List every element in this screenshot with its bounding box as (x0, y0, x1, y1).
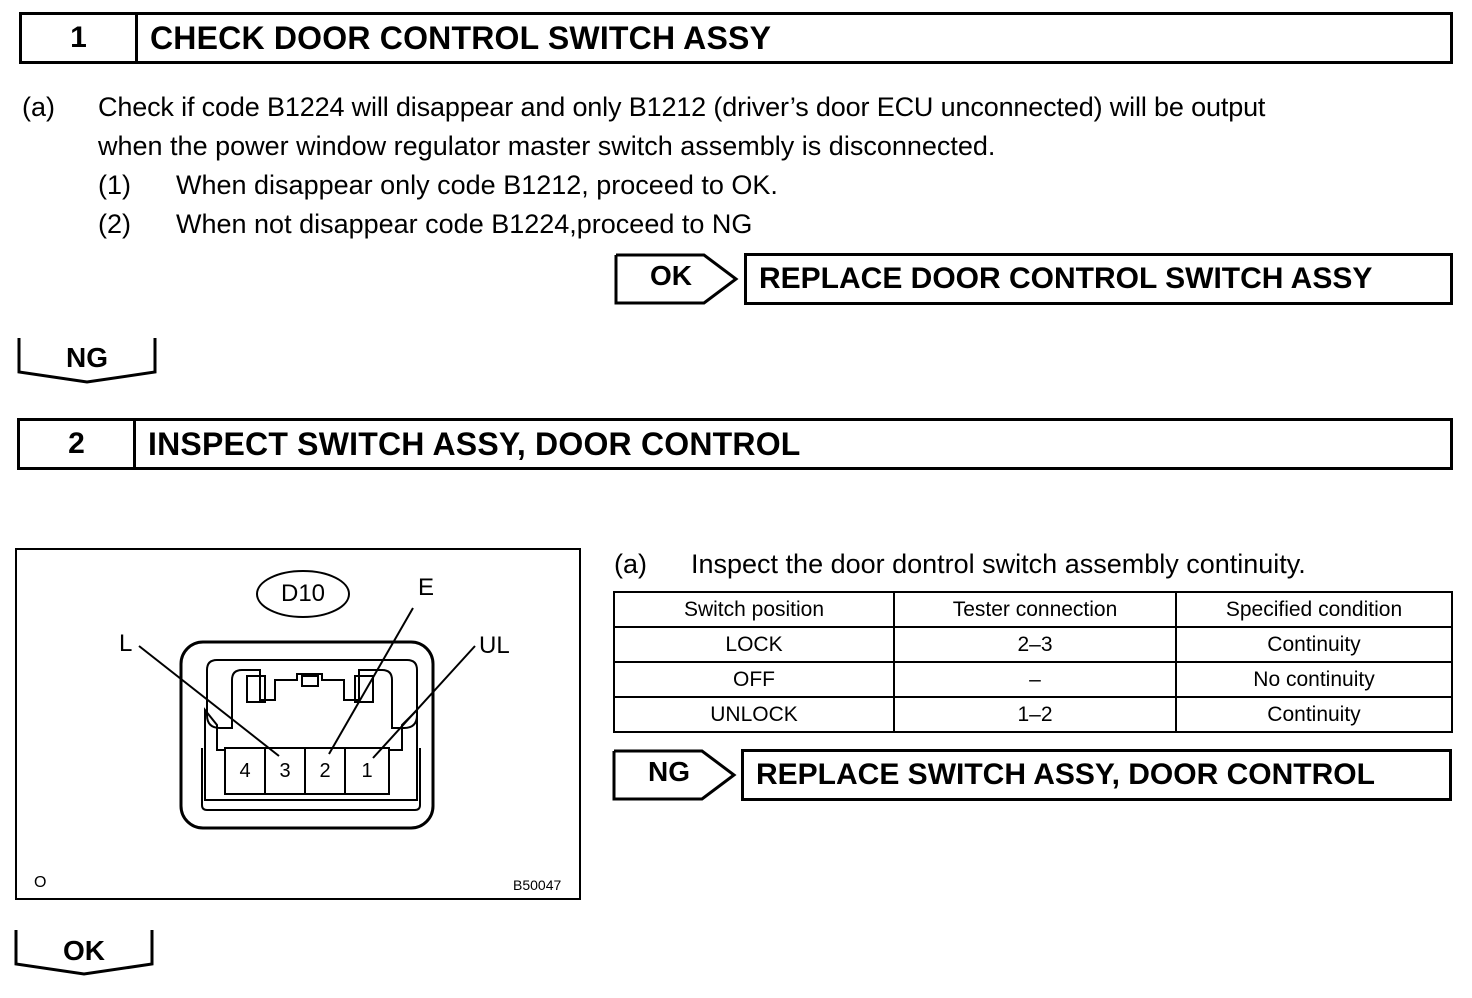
step-1-sub2-text: When not disappear code B1224,proceed to… (176, 209, 753, 239)
table-row: UNLOCK 1–2 Continuity (613, 696, 1453, 733)
connector-id-label: D10 (280, 580, 326, 607)
step-2-ok-tag: OK (63, 935, 105, 966)
pin-label-l: L (119, 630, 133, 657)
table-row: OFF – No continuity (613, 661, 1453, 698)
step-2-item-a-text: Inspect the door dontrol switch assembly… (691, 549, 1306, 579)
table-cell: Continuity (1175, 696, 1453, 733)
step-1-sub2-marker: (2) (98, 209, 131, 239)
ng-down-arrow-tag-icon (17, 338, 157, 384)
step-2-item-a-marker: (a) (614, 549, 647, 579)
step-1-item-a-line2: when the power window regulator master s… (98, 131, 996, 161)
table-cell: UNLOCK (613, 696, 895, 733)
step-1-ok-tag: OK (650, 260, 692, 291)
ng-arrow-tag-icon (612, 749, 737, 801)
table-header-cell: Switch position (613, 591, 895, 628)
continuity-spec-table: Switch position Tester connection Specif… (613, 591, 1453, 733)
step-1-header: 1 CHECK DOOR CONTROL SWITCH ASSY (19, 12, 1453, 64)
step-2-ng-result: REPLACE SWITCH ASSY, DOOR CONTROL (741, 749, 1452, 801)
table-cell: OFF (613, 661, 895, 698)
pin-3-label: 3 (279, 760, 291, 782)
step-1-ng-tag: NG (66, 342, 108, 373)
table-header-row: Switch position Tester connection Specif… (613, 591, 1453, 628)
step-2-header: 2 INSPECT SWITCH ASSY, DOOR CONTROL (17, 418, 1453, 470)
step-2-title: INSPECT SWITCH ASSY, DOOR CONTROL (148, 425, 801, 462)
table-cell: Continuity (1175, 626, 1453, 663)
table-header-cell: Tester connection (893, 591, 1177, 628)
table-cell: 1–2 (893, 696, 1177, 733)
diagram-corner-mark: O (34, 874, 47, 891)
step-1-sub1-text: When disappear only code B1212, proceed … (176, 170, 778, 200)
table-cell: LOCK (613, 626, 895, 663)
step-2-ng-tag: NG (648, 756, 690, 787)
pin-label-e: E (418, 574, 435, 601)
step-1-item-a-line1: Check if code B1224 will disappear and o… (98, 92, 1266, 122)
ok-down-arrow-tag-icon (14, 930, 154, 976)
step-1-title: CHECK DOOR CONTROL SWITCH ASSY (150, 19, 772, 56)
figure-code: B50047 (513, 877, 562, 893)
step-2-number: 2 (20, 421, 136, 467)
step-1-sub1-marker: (1) (98, 170, 131, 200)
table-row: LOCK 2–3 Continuity (613, 626, 1453, 663)
table-cell: 2–3 (893, 626, 1177, 663)
pin-label-ul: UL (479, 632, 510, 659)
pin-4-label: 4 (239, 760, 251, 782)
connector-diagram: D10 E L UL 4 3 2 1 O B50047 (15, 548, 581, 900)
ok-arrow-tag-icon (614, 253, 739, 305)
table-cell: No continuity (1175, 661, 1453, 698)
step-1-ok-result: REPLACE DOOR CONTROL SWITCH ASSY (744, 253, 1453, 305)
connector-d10-icon (138, 570, 476, 830)
step-1-item-a-marker: (a) (22, 92, 55, 122)
step-1-number: 1 (22, 15, 138, 61)
pin-2-label: 2 (319, 760, 331, 782)
table-cell: – (893, 661, 1177, 698)
pin-1-label: 1 (361, 760, 373, 782)
table-header-cell: Specified condition (1175, 591, 1453, 628)
